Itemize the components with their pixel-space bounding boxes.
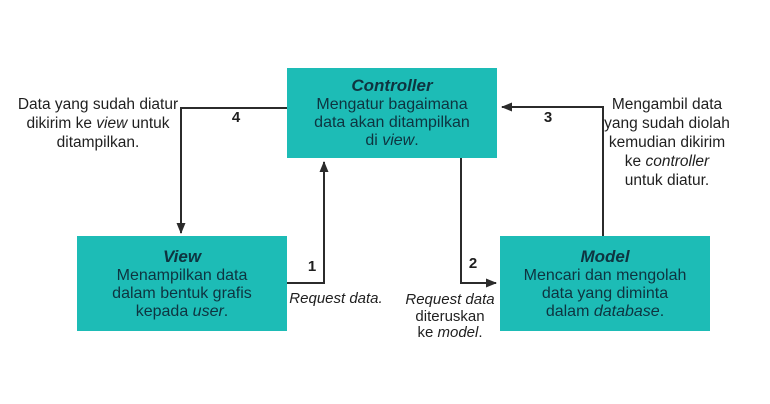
node-model-title: Model: [580, 246, 630, 266]
arrow-number-2: 2: [468, 255, 478, 272]
arrow-number-3: 3: [543, 109, 553, 126]
arrow-controller-to-view: [176, 107, 287, 234]
label-request-data: Request data.: [289, 290, 383, 307]
arrow-number-4: 4: [231, 109, 241, 126]
arrow-number-1: 1: [307, 258, 317, 275]
arrow-model-to-controller: [501, 102, 604, 236]
node-view-title: View: [162, 246, 202, 266]
node-controller-title: Controller: [351, 76, 433, 95]
